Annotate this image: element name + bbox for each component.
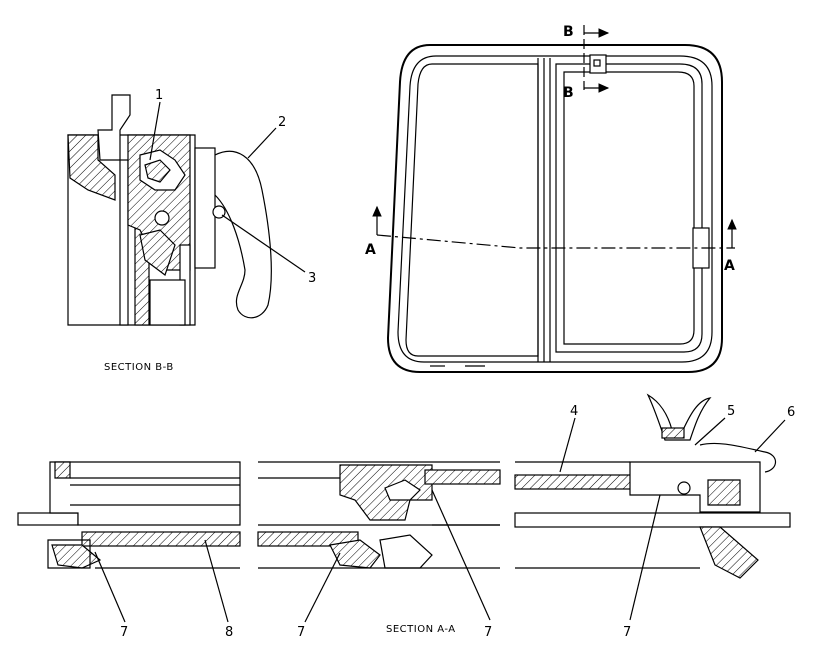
bb-left-seal (67, 134, 116, 201)
bb-pivot-circle (154, 210, 170, 226)
callout-8: 8 (225, 625, 233, 640)
section-a-right-label: A (724, 258, 735, 274)
callout-1-leader (149, 101, 161, 161)
callout-3: 3 (308, 271, 316, 286)
section-a-left-label: A (365, 242, 376, 258)
section-aa-middle (257, 461, 501, 569)
callout-7a-leader (94, 551, 126, 623)
window-inner-frame (397, 55, 713, 363)
callout-4-leader (559, 417, 576, 473)
section-aa-left (17, 461, 241, 569)
window-outer-frame (386, 44, 723, 373)
aa-handle-spring (661, 427, 685, 439)
aa-right-pivot (677, 481, 691, 495)
bb-lower-seal (139, 229, 176, 276)
aa-right-seal (699, 526, 759, 579)
aa-right-handle (646, 393, 712, 441)
bb-seal-core (144, 159, 171, 183)
caption-section-bb: SECTION B-B (104, 362, 174, 373)
callout-4: 4 (570, 404, 578, 419)
aa-mid-glass-top (424, 469, 501, 485)
caption-section-aa: SECTION A-A (386, 624, 456, 635)
section-b-top-label: B (563, 24, 574, 40)
section-bb-view (67, 94, 272, 326)
bb-pane-1 (119, 159, 129, 326)
callout-1: 1 (155, 88, 163, 103)
callout-7b: 7 (297, 625, 305, 640)
callout-2-leader (247, 127, 277, 159)
left-pane (405, 63, 539, 357)
callout-7b-leader (304, 552, 341, 623)
top-latch-pin (593, 59, 601, 67)
aa-mid-glass-bottom (257, 531, 359, 547)
callout-5-leader (694, 417, 726, 446)
aa-mid-latch (384, 479, 421, 501)
callout-6-leader (754, 419, 786, 453)
aa-right-seal-top (707, 479, 741, 506)
aa-left-seal (51, 544, 102, 569)
callout-7c: 7 (484, 625, 492, 640)
bb-handle (214, 150, 272, 319)
section-b-bottom-label: B (563, 85, 574, 101)
aa-left-corner (54, 461, 71, 479)
aa-left-seal-box (47, 539, 91, 569)
right-pane-outer (555, 63, 703, 353)
aa-left-frame (49, 461, 241, 526)
callout-7a: 7 (120, 625, 128, 640)
callout-3-leader (221, 214, 306, 273)
callout-7d: 7 (623, 625, 631, 640)
aa-right-lever (699, 442, 777, 473)
bb-top-flange (97, 94, 131, 161)
callout-2: 2 (278, 115, 286, 130)
aa-mid-seal (329, 539, 381, 569)
callout-7d-leader (629, 494, 661, 621)
aa-left-flange (17, 512, 79, 526)
callout-5: 5 (727, 404, 735, 419)
bb-lower-block (149, 279, 186, 326)
section-aa-cut-line (376, 234, 735, 249)
window-elevation (386, 44, 723, 373)
callout-7c-leader (431, 489, 491, 621)
section-aa-right (514, 393, 791, 579)
aa-left-glass (81, 531, 241, 547)
aa-mid-clamp (379, 534, 433, 569)
bb-handle-housing (194, 147, 216, 269)
callout-6: 6 (787, 405, 795, 420)
callout-8-leader (204, 539, 229, 623)
right-pane-inner (563, 71, 695, 345)
